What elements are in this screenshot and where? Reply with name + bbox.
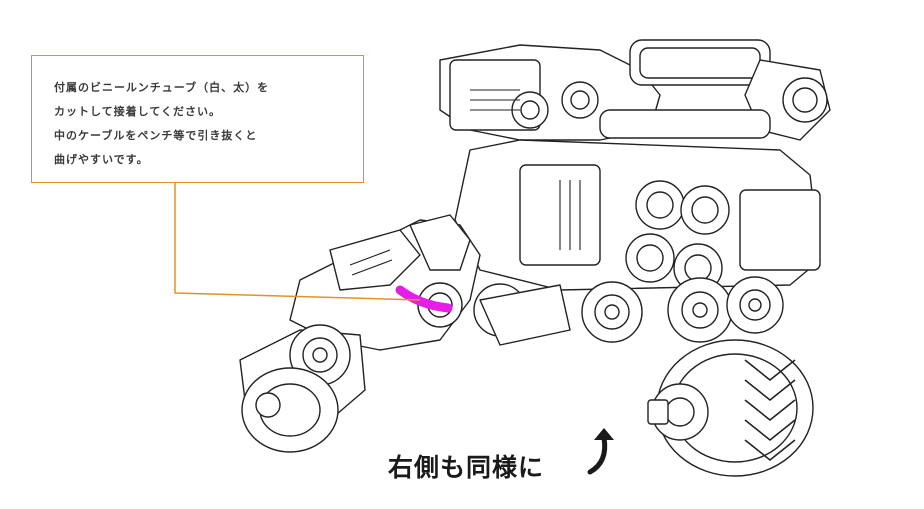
callout-line: 付属のビニールンチューブ（白、太）を	[54, 81, 270, 94]
tube-highlight	[395, 285, 453, 313]
callout-line: 曲げやすいです。	[54, 153, 149, 166]
callout-line: 中のケーブルをペンチ等で引き抜くと	[54, 129, 258, 142]
callout-line: カットして接着してください。	[54, 105, 222, 118]
callout-text: 付属のビニールンチューブ（白、太）を カットして接着してください。 中のケーブル…	[54, 76, 353, 172]
curved-up-arrow-icon	[587, 428, 614, 475]
instruction-callout: 付属のビニールンチューブ（白、太）を カットして接着してください。 中のケーブル…	[31, 55, 364, 183]
same-on-right-note: 右側も同様に	[388, 453, 545, 482]
